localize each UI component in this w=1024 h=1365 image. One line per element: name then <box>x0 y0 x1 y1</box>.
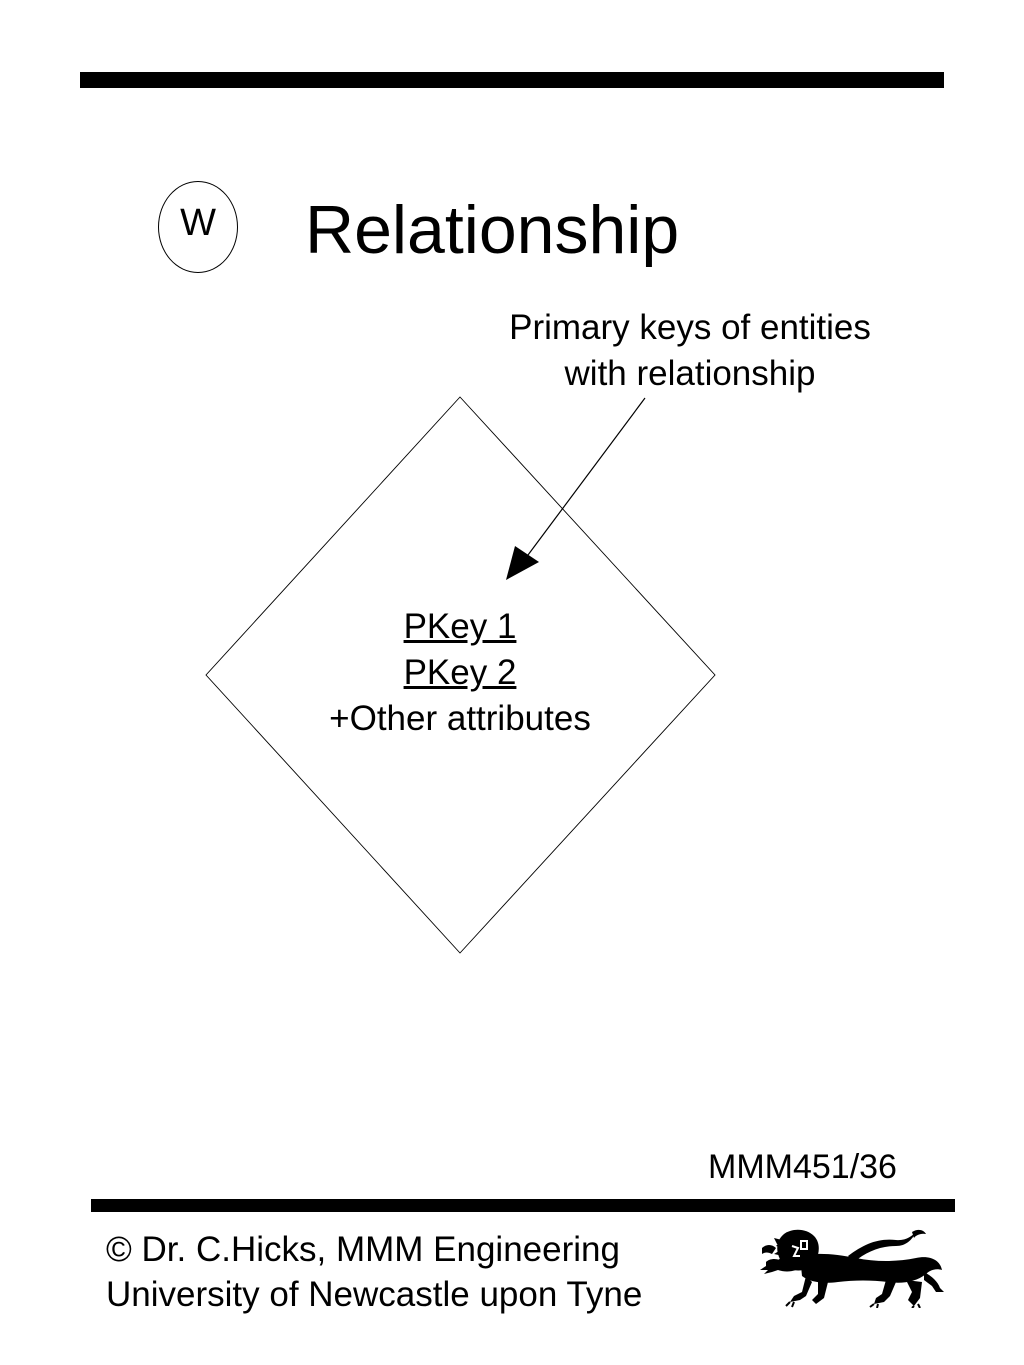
footer-credit: © Dr. C.Hicks, MMM Engineering Universit… <box>106 1227 642 1317</box>
primary-keys-annotation: Primary keys of entities with relationsh… <box>470 305 910 397</box>
other-attributes: +Other attributes <box>329 699 591 738</box>
primary-key-2: PKey 2 <box>403 653 517 692</box>
heraldic-lion-logo-icon <box>760 1229 944 1308</box>
badge-letter: W <box>180 202 216 244</box>
bottom-rule <box>91 1199 955 1212</box>
annotation-arrow-head <box>506 546 539 580</box>
footer-line-2: University of Newcastle upon Tyne <box>106 1275 643 1314</box>
slide-title: Relationship <box>305 192 680 268</box>
diamond-contents: PKey 1 PKey 2 +Other attributes <box>260 604 660 742</box>
primary-key-1: PKey 1 <box>403 607 517 646</box>
annotation-line-2: with relationship <box>564 354 816 393</box>
annotation-line-1: Primary keys of entities <box>509 308 871 347</box>
annotation-arrow-line <box>527 397 646 556</box>
top-rule <box>80 72 944 88</box>
footer-line-1: © Dr. C.Hicks, MMM Engineering <box>106 1230 620 1269</box>
slide-letter-badge: W <box>158 181 238 273</box>
slide-reference: MMM451/36 <box>708 1148 897 1186</box>
